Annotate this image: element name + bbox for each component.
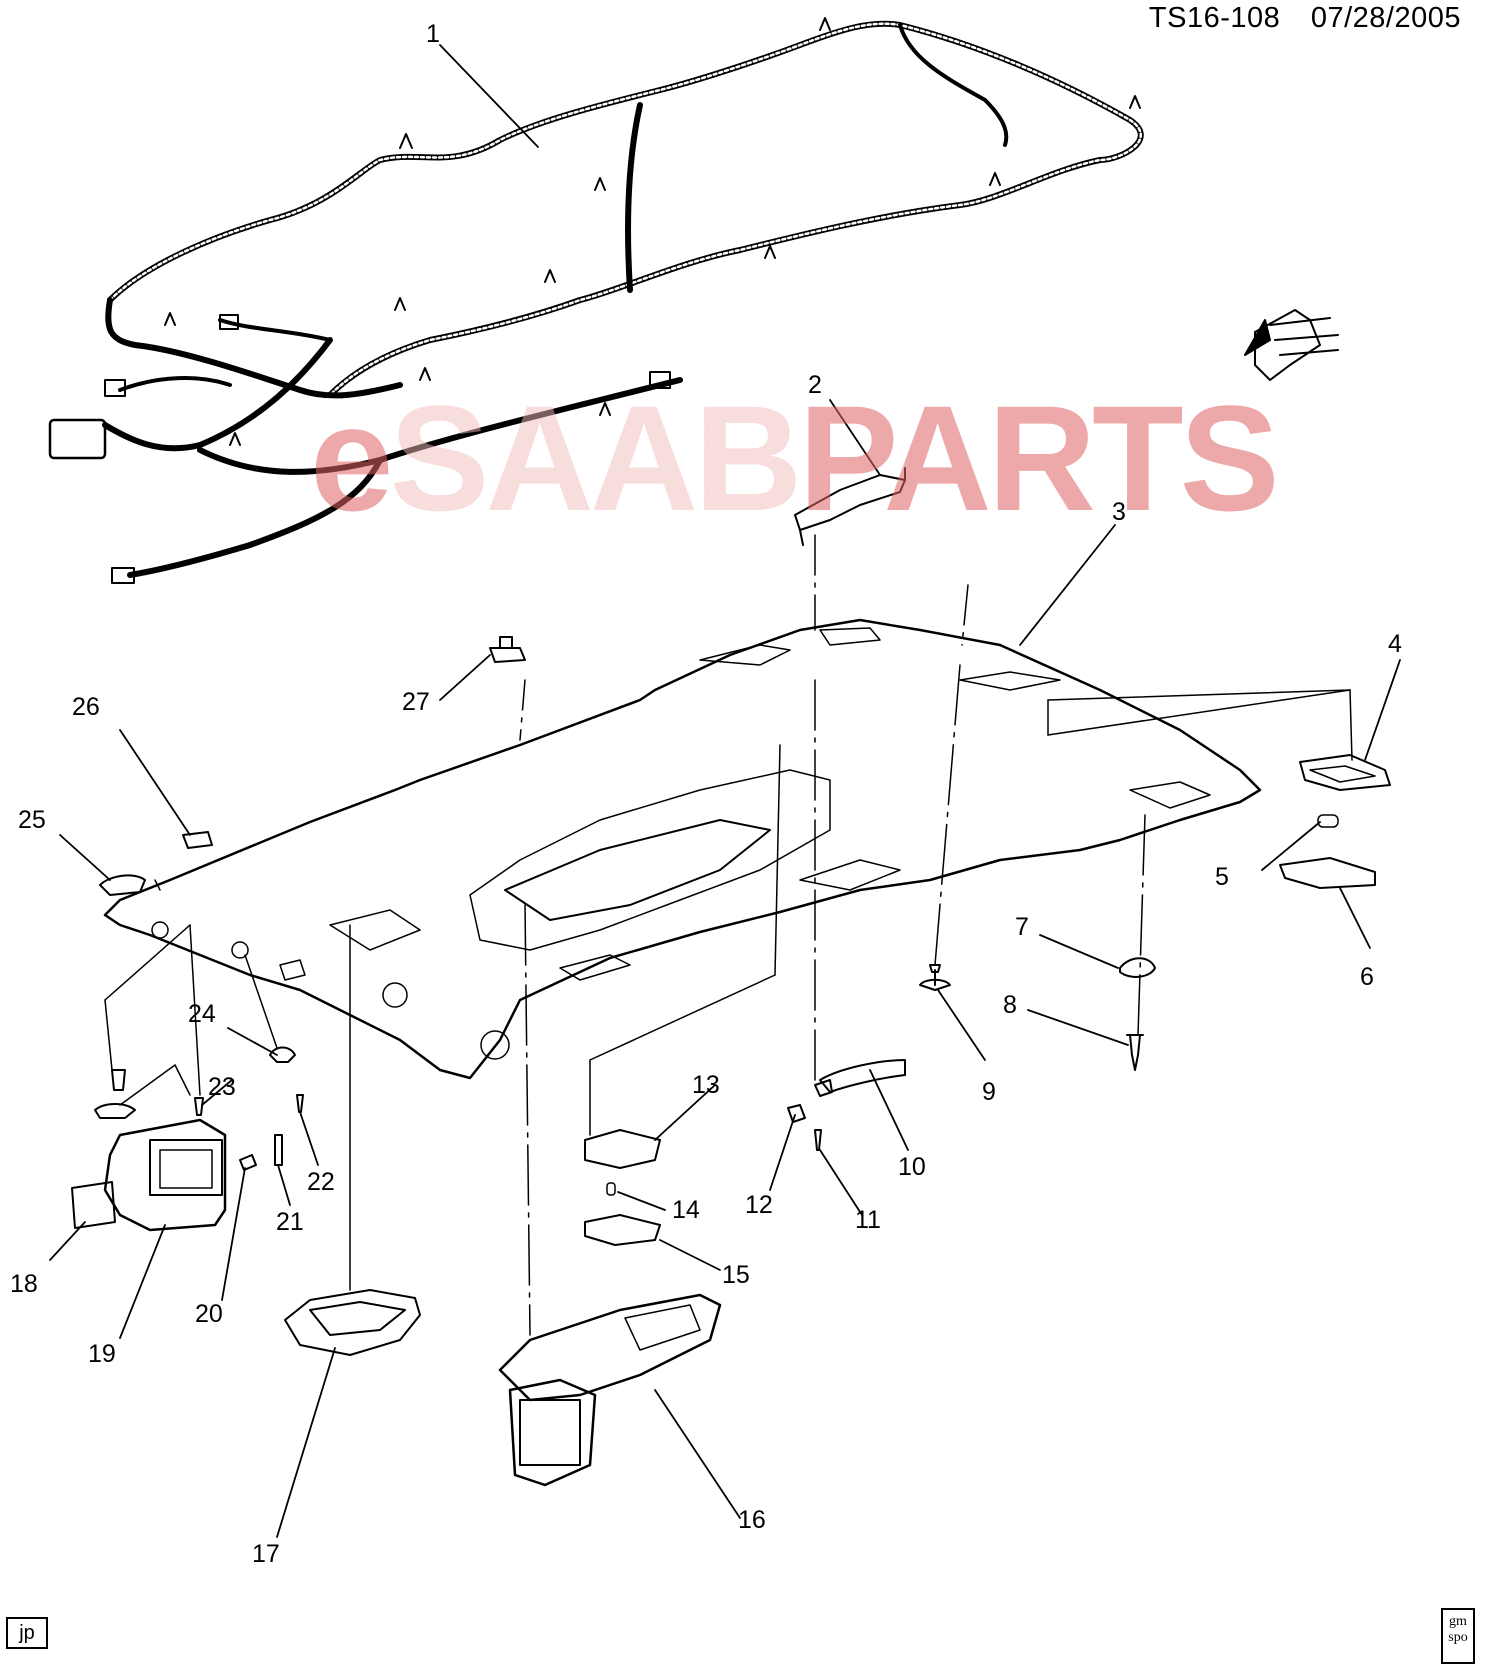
- callout-6: 6: [1360, 963, 1374, 991]
- lens-15: [584, 1214, 661, 1246]
- screw-part: [1126, 1034, 1144, 1071]
- callout-25: 25: [18, 806, 46, 834]
- callout-23: 23: [208, 1073, 236, 1101]
- callout-3: 3: [1112, 498, 1126, 526]
- dome-lamp-17: [284, 1289, 421, 1356]
- diagram-header: TS16-108 07/28/2005: [1149, 2, 1461, 35]
- callout-5: 5: [1215, 863, 1229, 891]
- clip-24: [269, 1046, 296, 1063]
- overhead-console-16: [498, 1293, 722, 1487]
- callout-4: 4: [1388, 630, 1402, 658]
- wiring-harness: [48, 17, 1144, 584]
- callout-7: 7: [1015, 913, 1029, 941]
- front-direction-arrow-icon: [1244, 309, 1339, 381]
- callout-21: 21: [276, 1208, 304, 1236]
- leader-lines: [49, 44, 1401, 1538]
- reading-lamp-assembly: [1279, 754, 1391, 889]
- headliner-panel: [103, 618, 1262, 1080]
- lamp-housing-13: [584, 1129, 661, 1169]
- retainer-27: [489, 636, 526, 663]
- callout-14: 14: [672, 1196, 700, 1224]
- callout-11: 11: [855, 1206, 881, 1234]
- callout-9: 9: [982, 1078, 996, 1106]
- push-pin-part: [919, 964, 951, 991]
- cap-part: [1119, 957, 1156, 978]
- callout-13: 13: [692, 1071, 720, 1099]
- callout-8: 8: [1003, 991, 1017, 1019]
- callout-12: 12: [745, 1191, 773, 1219]
- clip-part-12: [787, 1104, 806, 1123]
- callout-27: 27: [402, 688, 430, 716]
- gm-spo-logo: gm spo: [1441, 1608, 1475, 1664]
- callout-26: 26: [72, 693, 100, 721]
- assembly-lines: [104, 534, 1353, 1336]
- callout-18: 18: [10, 1270, 38, 1298]
- callout-22: 22: [307, 1168, 335, 1196]
- clip-25: [99, 874, 146, 896]
- bracket-part: [794, 467, 906, 546]
- callout-10: 10: [898, 1153, 926, 1181]
- doc-date: 07/28/2005: [1310, 2, 1461, 34]
- callout-15: 15: [722, 1261, 750, 1289]
- callout-17: 17: [252, 1540, 280, 1568]
- clip-26: [182, 831, 213, 849]
- doc-code: TS16-108: [1148, 2, 1281, 34]
- screw-22: [296, 1094, 304, 1113]
- callout-20: 20: [195, 1300, 223, 1328]
- callout-19: 19: [88, 1340, 116, 1368]
- callout-1: 1: [426, 20, 440, 48]
- callout-16: 16: [738, 1506, 766, 1534]
- callout-24: 24: [188, 1000, 216, 1028]
- bulb-14: [606, 1182, 616, 1196]
- grab-handle-part: [814, 1059, 906, 1097]
- callout-2: 2: [808, 371, 822, 399]
- author-initials-box: jp: [6, 1617, 48, 1649]
- sun-visor-19: [71, 1069, 283, 1232]
- callout-numbers: 1 2 3 4 5 6 7 8 9 10 11 12 13 14 15 16 1…: [10, 20, 1402, 1568]
- screw-part-11: [814, 1129, 822, 1151]
